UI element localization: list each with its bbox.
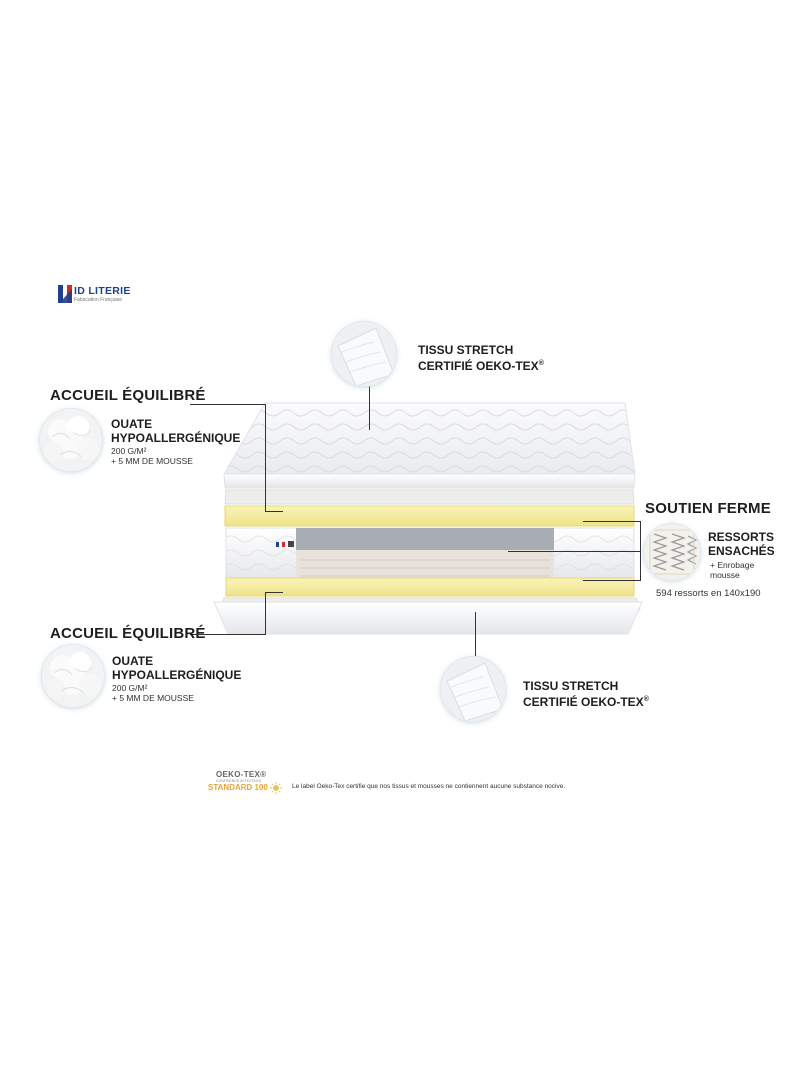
- bottom-label: TISSU STRETCH CERTIFIÉ OEKO-TEX®: [523, 679, 649, 709]
- comfort-top-line2: HYPOALLERGÉNIQUE: [111, 431, 241, 445]
- wadding-icon: [42, 645, 104, 707]
- bottom-foam-layer: [225, 577, 635, 597]
- comfort-bottom-title: ACCUEIL ÉQUILIBRÉ: [50, 625, 206, 642]
- top-label-line2: CERTIFIÉ OEKO-TEX: [418, 359, 539, 373]
- connector-comfort-top-v: [265, 404, 266, 512]
- support-note: 594 ressorts en 140x190: [656, 588, 761, 599]
- comfort-bottom-detail2: + 5 MM DE MOUSSE: [112, 693, 194, 703]
- support-desc: RESSORTS ENSACHÉS: [708, 530, 775, 558]
- connector-support-2: [508, 551, 641, 552]
- oeko-logo-small: CONFIDENCE IN TEXTILES: [216, 779, 262, 783]
- comfort-top-title: ACCUEIL ÉQUILIBRÉ: [50, 387, 206, 404]
- support-details: + Enrobage mousse: [710, 560, 754, 580]
- bottom-label-line2: CERTIFIÉ OEKO-TEX: [523, 695, 644, 709]
- oeko-tex-text: Le label Oeko-Tex certifie que nos tissu…: [292, 783, 566, 790]
- support-detail2: mousse: [710, 570, 740, 580]
- support-detail1: + Enrobage: [710, 560, 755, 570]
- comfort-top-desc: OUATE HYPOALLERGÉNIQUE: [111, 417, 240, 445]
- bottom-label-line1: TISSU STRETCH: [523, 679, 619, 693]
- connector-comfort-top-end: [265, 511, 283, 512]
- oeko-logo-bottom: STANDARD 100: [208, 783, 268, 792]
- oeko-logo-top: OEKO-TEX®: [216, 770, 267, 779]
- comfort-bottom-line2: HYPOALLERGÉNIQUE: [112, 668, 242, 682]
- spring-core-layer: [225, 527, 635, 583]
- top-label-line1: TISSU STRETCH: [418, 343, 514, 357]
- comfort-bottom-line1: OUATE: [112, 654, 154, 668]
- registered-mark: ®: [538, 360, 544, 367]
- springs-icon: [644, 524, 700, 580]
- fabric-sample-image-top: [332, 322, 396, 386]
- connector-comfort-top-h: [190, 404, 266, 405]
- bottom-label-line2-row: CERTIFIÉ OEKO-TEX®: [523, 693, 649, 709]
- comfort-top-line1: OUATE: [111, 417, 153, 431]
- connector-support-3: [583, 580, 641, 581]
- comfort-bottom-detail1: 200 G/M²: [112, 683, 148, 693]
- oeko-tex-logo: OEKO-TEX® CONFIDENCE IN TEXTILES STANDAR…: [208, 770, 288, 798]
- comfort-bottom-desc: OUATE HYPOALLERGÉNIQUE: [112, 654, 241, 682]
- comfort-top-detail1: 200 G/M²: [111, 446, 147, 456]
- connector-comfort-bottom-h: [190, 634, 266, 635]
- top-fabric-layer: [223, 402, 636, 489]
- comfort-top-details: 200 G/M² + 5 MM DE MOUSSE: [111, 446, 193, 466]
- comfort-top-detail2: + 5 MM DE MOUSSE: [111, 456, 193, 466]
- support-line1: RESSORTS: [708, 530, 775, 544]
- registered-mark: ®: [643, 696, 649, 703]
- top-label: TISSU STRETCH CERTIFIÉ OEKO-TEX®: [418, 343, 544, 373]
- fabric-swatch-icon: [332, 322, 396, 386]
- brand-tagline: Fabrication Française: [74, 297, 123, 303]
- connector-comfort-bottom-v: [265, 592, 266, 635]
- top-wadding-layer: [224, 489, 635, 505]
- comfort-bottom-details: 200 G/M² + 5 MM DE MOUSSE: [112, 683, 194, 703]
- wadding-sample-image-top: [40, 409, 102, 471]
- connector-bottom-label: [475, 612, 476, 664]
- top-label-line2-row: CERTIFIÉ OEKO-TEX®: [418, 357, 544, 373]
- brand-logo: ID LITERIE Fabrication Française: [58, 285, 138, 305]
- bottom-fabric-layer: [213, 601, 643, 635]
- connector-comfort-bottom-end: [265, 592, 283, 593]
- france-flag-icon: [58, 285, 72, 303]
- fabric-swatch-icon: [441, 657, 505, 721]
- brand-name: ID LITERIE: [74, 285, 131, 297]
- sun-icon: [270, 782, 282, 794]
- support-title: SOUTIEN FERME: [645, 500, 771, 517]
- wadding-icon: [40, 409, 102, 471]
- connector-top-label: [369, 384, 370, 430]
- fabric-sample-image-bottom: [441, 657, 505, 721]
- wadding-sample-image-bottom: [42, 645, 104, 707]
- support-line2: ENSACHÉS: [708, 544, 775, 558]
- connector-support-1: [583, 521, 641, 522]
- top-foam-layer: [224, 505, 635, 527]
- springs-sample-image: [644, 524, 700, 580]
